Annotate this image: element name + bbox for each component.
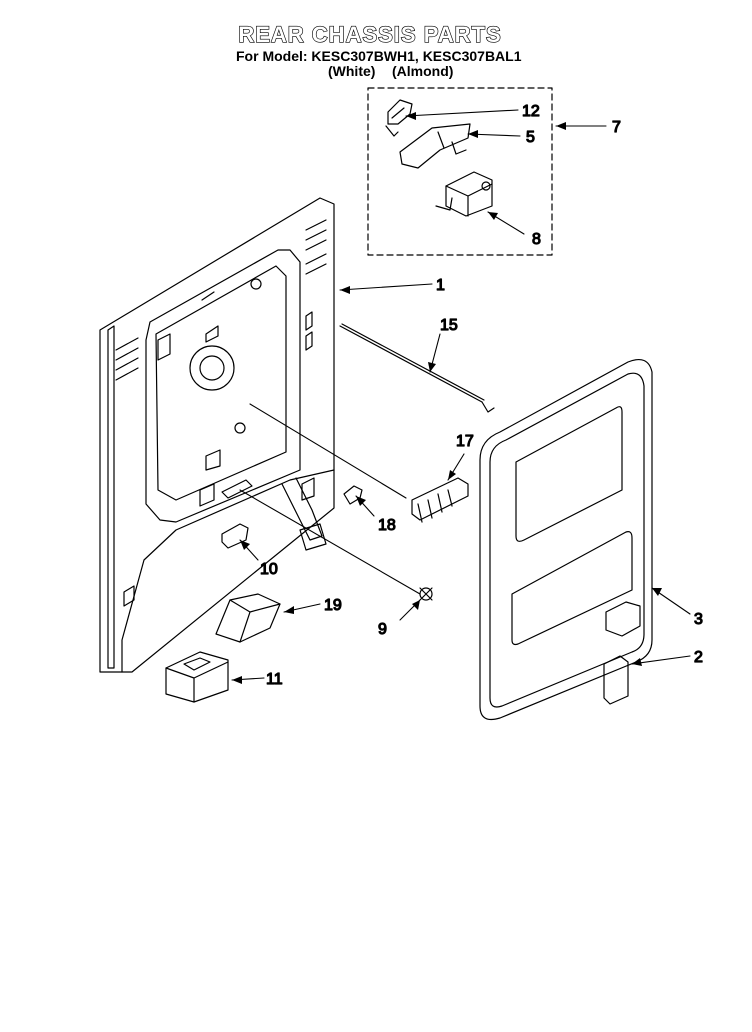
- part-11-box: [165, 651, 229, 703]
- arrowheads: [232, 112, 662, 684]
- callout-2: 2: [694, 649, 703, 666]
- part-15-rod: [339, 323, 495, 413]
- callout-19: 19: [324, 597, 342, 614]
- callout-18: 18: [378, 517, 396, 534]
- callout-17: 17: [456, 433, 474, 450]
- assembly-group-box: [367, 87, 553, 256]
- part-19-bracket: [215, 593, 281, 643]
- part-5-bracket: [399, 123, 471, 169]
- leader-lines: [231, 109, 691, 681]
- callout-11: 11: [266, 671, 283, 688]
- part-9-clip: [419, 587, 433, 601]
- part-18-clip: [343, 485, 363, 505]
- part-12-clip: [385, 99, 413, 137]
- model-line: For Model: KESC307BWH1, KESC307BAL1: [236, 48, 522, 64]
- diagram-title: REAR CHASSIS PARTS: [238, 21, 502, 47]
- part-10-connector: [221, 523, 249, 549]
- callout-3: 3: [694, 611, 703, 628]
- part-8-switch: [435, 171, 493, 217]
- part-2-cover: [603, 655, 629, 705]
- part-1-rear-chassis: [99, 197, 335, 673]
- callout-10: 10: [260, 561, 278, 578]
- lower-bracket: [281, 477, 327, 551]
- callout-12: 12: [522, 103, 540, 120]
- callout-7: 7: [612, 119, 621, 136]
- variant-white: (White): [328, 63, 376, 79]
- callout-1: 1: [436, 277, 445, 294]
- part-17-terminal-block: [411, 477, 469, 523]
- part-3-rear-cover: [479, 359, 653, 721]
- callout-15: 15: [440, 317, 458, 334]
- callout-8: 8: [532, 231, 541, 248]
- callout-5: 5: [526, 129, 535, 146]
- callout-9: 9: [378, 621, 387, 638]
- variant-almond: (Almond): [392, 63, 454, 79]
